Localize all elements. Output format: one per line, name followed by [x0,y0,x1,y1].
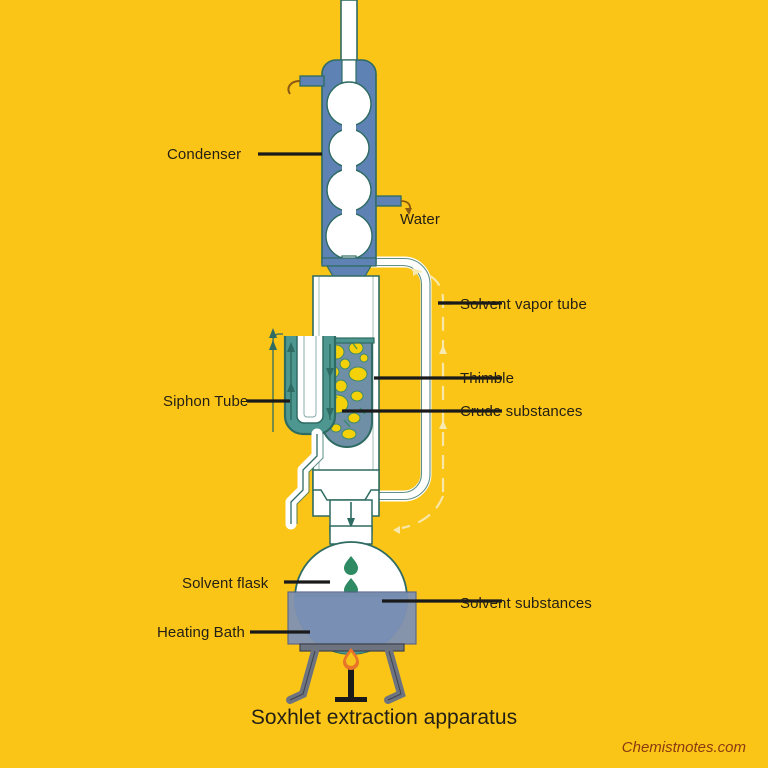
condenser [321,0,377,285]
label-condenser: Condenser [167,146,242,163]
label-water: Water [400,211,440,228]
label-leader-lines [247,152,502,634]
tripod-stand [286,643,406,704]
vapor-flow-arrows [401,268,445,530]
label-solvent-vapor-tube: Solvent vapor tube [460,296,587,313]
water-outlet-port [375,195,412,215]
watermark: Chemistnotes.com [621,739,746,756]
condenser-bulbs [325,81,373,260]
figure-caption: Soxhlet extraction apparatus [250,706,518,729]
siphon-tube [269,328,337,530]
vapor-arrow-heads [393,268,447,534]
label-crude-substances: Crude substances [460,403,583,420]
label-siphon-tube: Siphon Tube [163,393,249,410]
burner-flame [343,648,359,670]
water-inlet-port [287,75,325,95]
label-solvent-substances: Solvent substances [460,595,592,612]
label-solvent-flask: Solvent flask [182,575,269,592]
label-thimble: Thimble [460,370,515,387]
label-heating-bath: Heating Bath [157,624,245,641]
